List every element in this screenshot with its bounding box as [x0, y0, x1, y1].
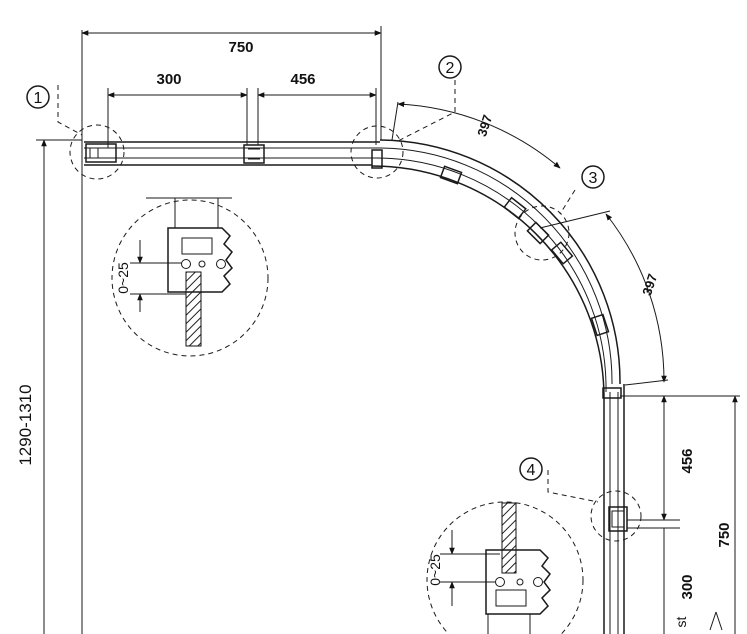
detail-view-lower: 0~25: [426, 501, 584, 634]
right-dimensions: 456 750 300 st: [620, 395, 740, 634]
detail-upper-gap-label: 0~25: [115, 262, 131, 294]
curve-roller: [550, 241, 574, 265]
top-dimensions: 750 300 456: [81, 26, 382, 148]
dimension-right-total: 750: [716, 522, 733, 547]
svg-text:4: 4: [527, 462, 536, 479]
dimension-left-height: 1290-1310: [16, 384, 35, 465]
callout-2: 2: [395, 55, 462, 143]
callout-3: 3: [559, 165, 605, 215]
svg-text:3: 3: [589, 170, 598, 187]
left-wall-dimension: 1290-1310: [16, 30, 83, 634]
curve-roller: [503, 196, 527, 220]
curved-track: [371, 139, 622, 399]
dimension-top-left-segment: 300: [156, 71, 181, 88]
edge-text: st: [673, 616, 689, 627]
dimension-right-segment: 456: [679, 448, 696, 473]
callout-1: 1: [26, 85, 83, 136]
dimension-top-right-segment: 456: [290, 71, 315, 88]
top-straight-track: [84, 141, 383, 169]
detail-view-upper: 0~25: [111, 197, 269, 357]
dimension-arc-lower: 397: [639, 272, 660, 297]
dimension-right-bottom-segment: 300: [679, 574, 696, 599]
right-straight-track: [603, 384, 628, 634]
dimension-arc-upper: 397: [474, 113, 495, 138]
curve-roller: [526, 221, 550, 245]
detail-marker-circles: [69, 124, 642, 542]
dimension-top-total: 750: [228, 39, 253, 56]
callout-4: 4: [519, 457, 599, 503]
arc-dimensions: 397 397: [391, 101, 669, 386]
curve-roller: [439, 165, 463, 185]
svg-text:2: 2: [446, 60, 455, 77]
detail-lower-gap-label: 0~25: [427, 554, 443, 586]
svg-text:1: 1: [34, 90, 43, 107]
